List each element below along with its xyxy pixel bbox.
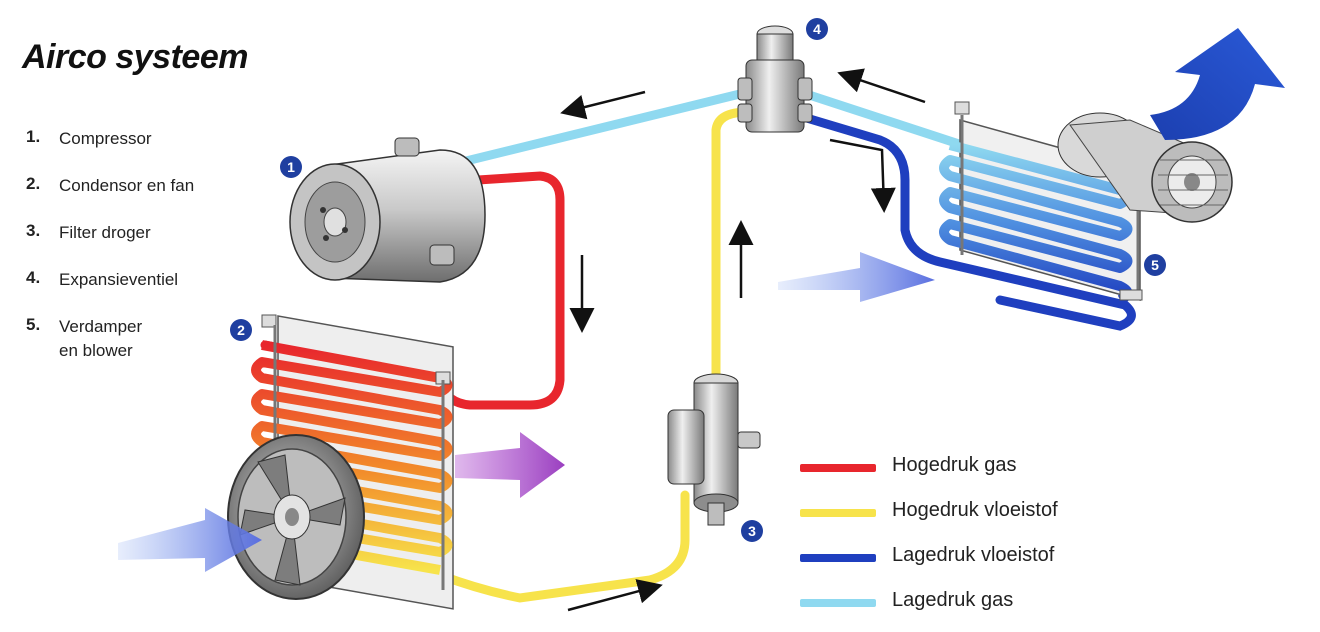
svg-text:3: 3 — [748, 523, 756, 539]
expansion-valve-icon — [737, 25, 813, 133]
legend-item: Hogedruk vloeistof — [800, 497, 1120, 542]
pipe-high-liquid-condenser — [435, 490, 690, 603]
compressor-icon — [289, 137, 486, 283]
legend-item: Lagedruk vloeistof — [800, 542, 1120, 587]
parts-list-item: 4. Expansieventiel — [26, 265, 266, 312]
parts-list-item: 3. Filter droger — [26, 218, 266, 265]
legend: Hogedruk gas Hogedruk vloeistof Lagedruk… — [800, 452, 1120, 632]
parts-list-item: 5. Verdamper en blower — [26, 312, 266, 360]
legend-label: Lagedruk vloeistof — [892, 544, 1055, 566]
svg-text:5: 5 — [1151, 257, 1159, 273]
part-number: 3. — [26, 221, 41, 240]
svg-text:2: 2 — [237, 322, 245, 338]
parts-list: 1. Compressor 2. Condensor en fan 3. Fil… — [26, 124, 266, 360]
badge-2: 2 — [230, 319, 252, 341]
part-number: 1. — [26, 127, 41, 146]
airflow-arrow-icon — [778, 252, 935, 302]
svg-text:1: 1 — [287, 159, 295, 175]
part-label: Verdamper en blower — [59, 317, 143, 360]
part-label: Condensor en fan — [59, 176, 195, 195]
legend-swatch — [800, 509, 876, 517]
legend-swatch — [800, 464, 876, 472]
filter-drier-icon — [667, 373, 761, 526]
pipe-low-gas-compressor — [457, 87, 753, 167]
badge-4: 4 — [806, 18, 828, 40]
airflow-arrow-icon — [455, 432, 565, 498]
parts-list-item: 2. Condensor en fan — [26, 171, 266, 218]
part-number: 2. — [26, 174, 41, 193]
part-label: Expansieventiel — [59, 270, 179, 289]
part-number: 4. — [26, 268, 41, 287]
fan-icon — [227, 434, 365, 600]
legend-swatch — [800, 599, 876, 607]
part-label: Compressor — [59, 129, 152, 148]
part-number: 5. — [26, 315, 41, 334]
badge-5: 5 — [1144, 254, 1166, 276]
legend-swatch — [800, 554, 876, 562]
part-label: Filter droger — [59, 223, 151, 242]
pipe-low-liquid — [795, 111, 1136, 331]
legend-label: Hogedruk vloeistof — [892, 499, 1058, 521]
badge-3: 3 — [741, 520, 763, 542]
flow-arrow-icon — [560, 68, 926, 612]
svg-text:4: 4 — [813, 21, 821, 37]
parts-list-item: 1. Compressor — [26, 124, 266, 171]
airflow-arrow-icon — [118, 508, 262, 572]
page-title: Airco systeem — [22, 38, 248, 76]
legend-label: Lagedruk gas — [892, 589, 1014, 611]
legend-label: Hogedruk gas — [892, 454, 1017, 476]
legend-item: Hogedruk gas — [800, 452, 1120, 497]
airflow-arrow-icon — [1150, 28, 1285, 140]
pipe-high-liquid-valve — [711, 107, 753, 383]
legend-item: Lagedruk gas — [800, 587, 1120, 632]
badge-1: 1 — [280, 156, 302, 178]
blower-icon — [1057, 112, 1233, 223]
